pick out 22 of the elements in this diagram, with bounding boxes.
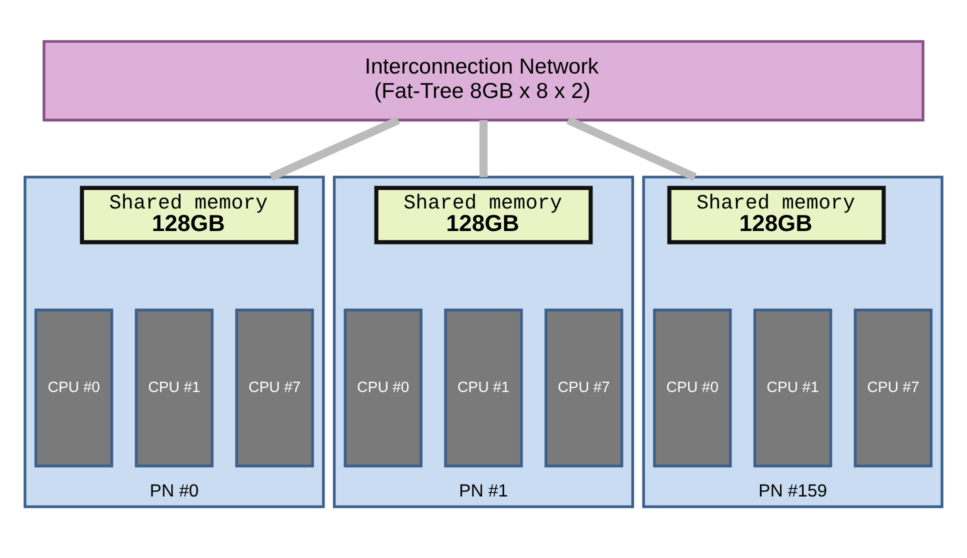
node-label: PN #0 — [150, 480, 199, 500]
node-box: CPU #1 — [134, 308, 214, 467]
connector — [479, 120, 488, 177]
node-label: PN #159 — [758, 480, 828, 500]
node-box: Shared memory 128GB — [374, 185, 593, 244]
cluster — [24, 175, 325, 508]
node-box: CPU #7 — [854, 308, 933, 467]
node-box: Shared memory 128GB — [667, 185, 886, 244]
cluster — [642, 175, 944, 508]
node-label: PN #1 — [459, 480, 508, 500]
node-box: Shared memory 128GB — [80, 185, 298, 244]
node-box: CPU #0 — [344, 308, 422, 467]
node-box: Interconnection Network (Fat-Tree 8GB x 8 x 2) — [42, 40, 924, 121]
node-box: CPU #1 — [444, 308, 523, 467]
node-box: CPU #0 — [653, 308, 732, 467]
node-box: CPU #1 — [753, 308, 832, 467]
node-box: CPU #7 — [544, 308, 624, 467]
cluster — [332, 175, 634, 508]
node-box: CPU #7 — [235, 308, 314, 467]
connector — [269, 116, 400, 180]
connector — [566, 116, 697, 180]
node-box: CPU #0 — [34, 308, 114, 467]
